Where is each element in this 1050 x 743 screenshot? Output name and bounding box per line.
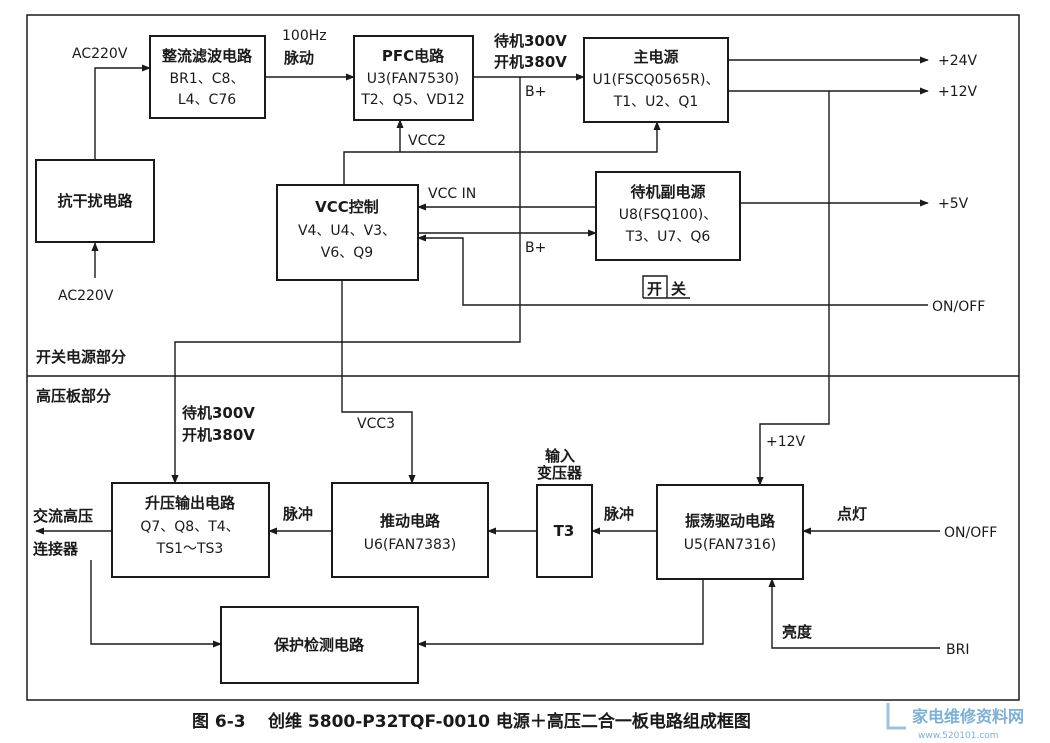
label-bri: BRI [946, 642, 969, 658]
label-plus12v-hv: +12V [766, 434, 806, 450]
block-standby-psu-line-1: U8(FSQ100)、 [619, 207, 718, 223]
watermark-logo-icon [886, 703, 906, 730]
block-transformer-title: T3 [554, 522, 575, 540]
label-bplus-top: B+ [525, 84, 546, 100]
block-vcc-control-line-2: V6、Q9 [321, 245, 373, 261]
block-oscillator-title: 振荡驱动电路 [685, 512, 776, 530]
block-vcc-control-title: VCC控制 [315, 198, 379, 216]
block-pfc-line-2: T2、Q5、VD12 [360, 92, 465, 108]
block-boost-output-line-2: TS1～TS3 [156, 541, 224, 557]
watermark-site: 家电维修资料网 [912, 707, 1024, 726]
block-main-psu: 主电源 U1(FSCQ0565R)、 T1、U2、Q1 [583, 37, 729, 123]
block-main-psu-title: 主电源 [633, 48, 678, 66]
block-standby-psu-title: 待机副电源 [630, 183, 705, 201]
watermark-url: www.520101.com [918, 731, 999, 741]
label-standby-300v: 待机300V [494, 32, 567, 50]
block-rectifier-title: 整流滤波电路 [162, 47, 253, 65]
label-vcc-in: VCC IN [428, 186, 476, 202]
figure-number: 图 6-3 [192, 712, 246, 732]
label-input-transformer-2: 变压器 [537, 464, 583, 482]
label-out-12v: +12V [938, 84, 978, 100]
label-hv-on-380v: 开机380V [182, 426, 255, 444]
block-vcc-control: VCC控制 V4、U4、V3、 V6、Q9 [276, 184, 419, 281]
label-on-380v: 开机380V [494, 53, 567, 71]
watermark: 家电维修资料网 www.520101.com [886, 703, 1024, 741]
block-emi: 抗干扰电路 [35, 159, 155, 243]
block-rectifier: 整流滤波电路 BR1、C8、 L4、C76 [149, 35, 266, 119]
signal-labels: AC220V AC220V 100Hz 脉动 待机300V 开机380V B+ … [33, 28, 997, 658]
block-emi-title: 抗干扰电路 [57, 192, 133, 210]
block-oscillator-line-1: U5(FAN7316) [684, 537, 777, 553]
label-out-5v: +5V [938, 196, 969, 212]
block-oscillator: 振荡驱动电路 U5(FAN7316) [656, 484, 804, 580]
diagram-frame [26, 14, 1020, 701]
connection-wires [35, 56, 940, 649]
label-100hz: 100Hz [282, 28, 327, 44]
block-rectifier-line-1: BR1、C8、 [170, 71, 245, 87]
block-main-psu-line-1: U1(FSCQ0565R)、 [593, 72, 720, 88]
block-driver: 推动电路 U6(FAN7383) [331, 482, 489, 578]
label-bplus-lower: B+ [525, 240, 546, 256]
block-driver-title: 推动电路 [380, 512, 441, 530]
label-light-on: 点灯 [837, 505, 867, 523]
label-out-24v: +24V [938, 53, 978, 69]
section-label-hv-board: 高压板部分 [36, 387, 111, 405]
label-pulsating: 脉动 [283, 49, 314, 67]
label-brightness: 亮度 [782, 623, 813, 641]
label-switch-off: 关 [671, 280, 686, 298]
block-vcc-control-line-1: V4、U4、V3、 [298, 223, 396, 239]
block-pfc-title: PFC电路 [382, 47, 445, 65]
block-pfc-line-1: U3(FAN7530) [367, 71, 460, 87]
label-pulse-oscillator: 脉冲 [603, 505, 634, 523]
label-input-transformer-1: 输入 [545, 447, 575, 465]
label-ac-hv-connector-1: 交流高压 [33, 507, 93, 525]
block-main-psu-line-2: T1、U2、Q1 [613, 94, 699, 110]
block-standby-psu: 待机副电源 U8(FSQ100)、 T3、U7、Q6 [595, 171, 741, 261]
figure-caption: 创维 5800-P32TQF-0010 电源＋高压二合一板电路组成框图 [267, 711, 751, 732]
label-hv-standby-300v: 待机300V [182, 404, 255, 422]
label-ac220v-bottom: AC220V [58, 288, 114, 304]
block-boost-output-title: 升压输出电路 [145, 494, 236, 512]
block-protection-title: 保护检测电路 [273, 636, 365, 654]
label-pulse-driver: 脉冲 [282, 505, 313, 523]
block-driver-line-1: U6(FAN7383) [364, 537, 457, 553]
block-rectifier-line-2: L4、C76 [178, 92, 236, 108]
block-protection: 保护检测电路 [220, 606, 419, 684]
label-switch-on: 开 [647, 280, 662, 298]
label-vcc2: VCC2 [408, 133, 446, 149]
label-on-off-bottom: ON/OFF [944, 525, 997, 541]
label-on-off-top: ON/OFF [932, 299, 985, 315]
block-boost-output: 升压输出电路 Q7、Q8、T4、 TS1～TS3 [111, 482, 270, 578]
label-vcc3: VCC3 [357, 416, 395, 432]
label-ac220v-top: AC220V [72, 46, 128, 62]
block-boost-output-line-1: Q7、Q8、T4、 [140, 519, 239, 535]
block-standby-psu-line-2: T3、U7、Q6 [625, 229, 711, 245]
block-pfc: PFC电路 U3(FAN7530) T2、Q5、VD12 [353, 35, 474, 121]
block-transformer: T3 [536, 484, 593, 578]
section-label-switching-psu: 开关电源部分 [36, 348, 126, 366]
label-ac-hv-connector-2: 连接器 [33, 540, 79, 558]
